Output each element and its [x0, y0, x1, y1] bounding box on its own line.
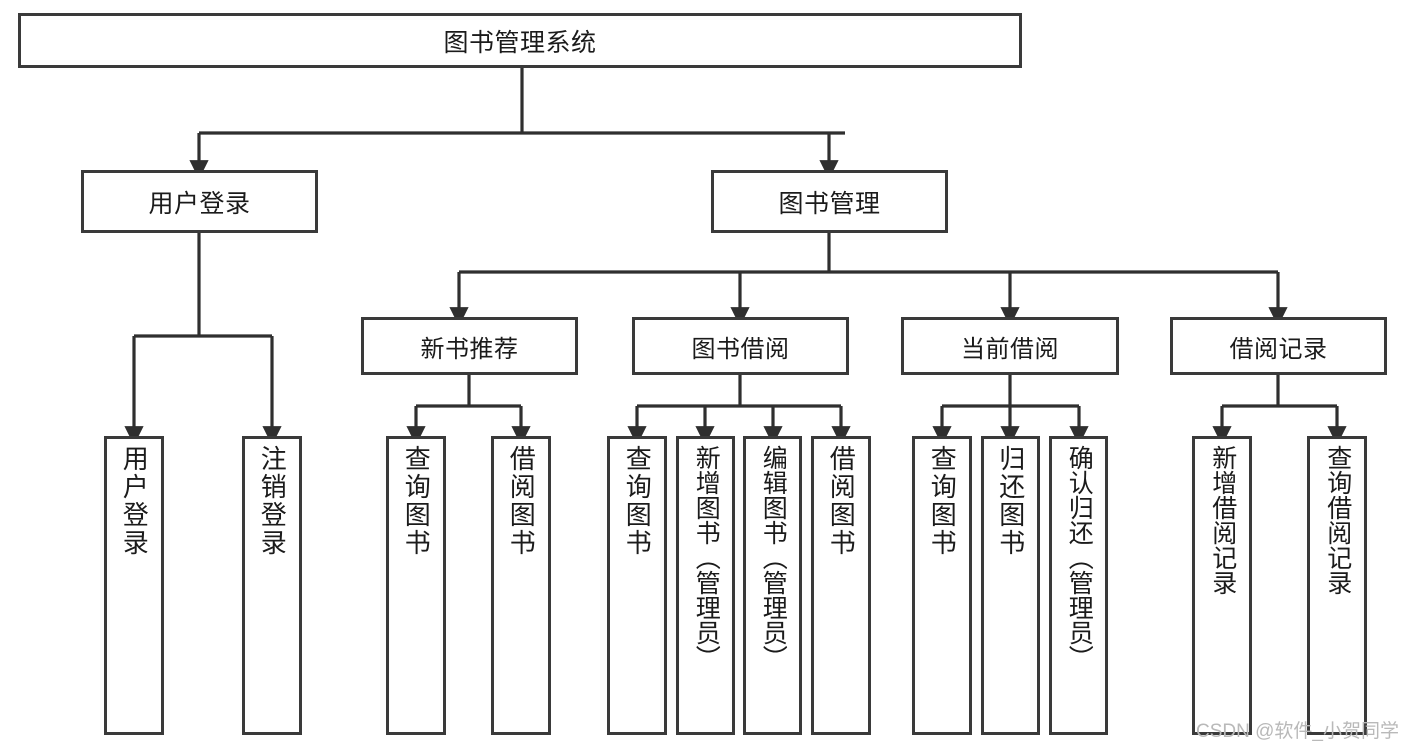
node-leaf-borrow-book-1[interactable]: 借阅图书 [491, 436, 551, 735]
node-leaf-user-logout[interactable]: 注销登录 [242, 436, 302, 735]
node-root-label: 图书管理系统 [443, 28, 597, 57]
node-leaf-query-book-2-label: 查询图书 [622, 445, 653, 557]
node-borrow-record[interactable]: 借阅记录 [1170, 317, 1387, 375]
node-leaf-query-book-1[interactable]: 查询图书 [386, 436, 446, 735]
node-leaf-add-record[interactable]: 新增借阅记录 [1192, 436, 1252, 735]
node-current-borrow[interactable]: 当前借阅 [901, 317, 1119, 375]
node-leaf-query-book-1-label: 查询图书 [401, 445, 432, 557]
node-leaf-return-book[interactable]: 归还图书 [981, 436, 1040, 735]
node-leaf-add-book[interactable]: 新增图书（管理员） [676, 436, 735, 735]
node-new-book-recommend[interactable]: 新书推荐 [361, 317, 578, 375]
node-root[interactable]: 图书管理系统 [18, 13, 1022, 68]
node-leaf-user-logout-label: 注销登录 [257, 445, 288, 557]
node-user-login-label: 用户登录 [148, 189, 251, 218]
node-book-manage-label: 图书管理 [778, 189, 881, 218]
node-user-login[interactable]: 用户登录 [81, 170, 318, 233]
node-book-manage[interactable]: 图书管理 [711, 170, 948, 233]
node-current-borrow-label: 当前借阅 [961, 335, 1059, 363]
node-leaf-edit-book-label: 编辑图书（管理员） [759, 445, 788, 670]
node-leaf-query-record[interactable]: 查询借阅记录 [1307, 436, 1367, 735]
node-book-borrow-label: 图书借阅 [691, 335, 790, 363]
watermark: CSDN @软件_小贺同学 [1196, 721, 1399, 742]
node-leaf-query-record-label: 查询借阅记录 [1323, 445, 1352, 595]
node-leaf-confirm-return-label: 确认归还（管理员） [1065, 445, 1094, 670]
node-leaf-query-book-3-label: 查询图书 [927, 445, 958, 557]
node-leaf-borrow-book-2-label: 借阅图书 [826, 445, 857, 557]
node-leaf-add-record-label: 新增借阅记录 [1208, 445, 1237, 595]
node-leaf-query-book-3[interactable]: 查询图书 [912, 436, 972, 735]
node-leaf-borrow-book-2[interactable]: 借阅图书 [811, 436, 871, 735]
node-book-borrow[interactable]: 图书借阅 [632, 317, 849, 375]
node-leaf-return-book-label: 归还图书 [995, 445, 1026, 557]
node-new-book-recommend-label: 新书推荐 [420, 335, 519, 363]
node-leaf-user-login[interactable]: 用户登录 [104, 436, 164, 735]
node-leaf-edit-book[interactable]: 编辑图书（管理员） [743, 436, 802, 735]
node-borrow-record-label: 借阅记录 [1229, 335, 1328, 363]
node-leaf-query-book-2[interactable]: 查询图书 [607, 436, 667, 735]
node-leaf-confirm-return[interactable]: 确认归还（管理员） [1049, 436, 1108, 735]
node-leaf-borrow-book-1-label: 借阅图书 [506, 445, 537, 557]
node-leaf-add-book-label: 新增图书（管理员） [692, 445, 721, 670]
node-leaf-user-login-label: 用户登录 [119, 445, 150, 557]
